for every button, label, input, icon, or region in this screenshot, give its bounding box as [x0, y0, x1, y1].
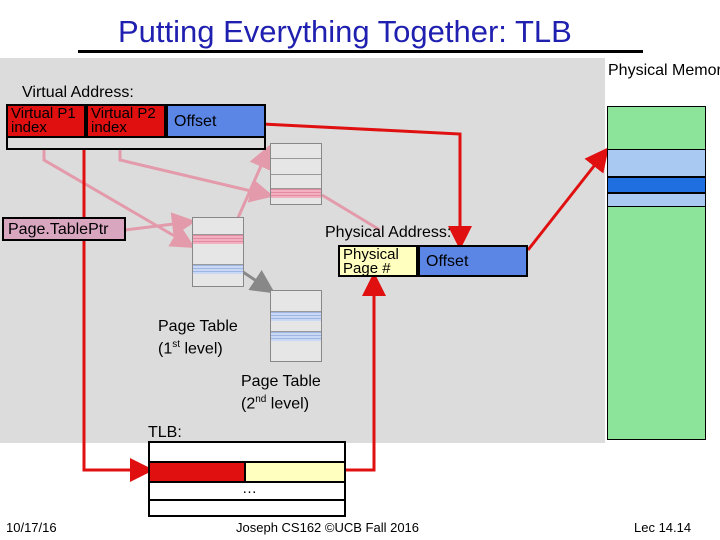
- page-table-level-1: [192, 217, 244, 287]
- page-table-level-2-top: [270, 143, 322, 205]
- red-arrow-vpn: [82, 150, 154, 482]
- tlb-entry-active: [150, 463, 344, 483]
- tlb-virtual-tag: [150, 463, 246, 481]
- virtual-p1-index: Virtual P1 index: [6, 104, 86, 138]
- slide-title: Putting Everything Together: TLB: [118, 14, 572, 49]
- tlb-physical-page: [246, 463, 344, 481]
- footer-course: Joseph CS162 ©UCB Fall 2016: [236, 520, 420, 535]
- virtual-offset: Offset: [166, 104, 266, 138]
- physical-page-number: Physical Page #: [338, 245, 418, 277]
- tlb-label: TLB:: [148, 424, 182, 441]
- footer-slide-number: Lec 14.14: [634, 520, 692, 535]
- red-arrow-offset: [261, 122, 472, 250]
- memory-page: [608, 149, 705, 177]
- physical-memory: [607, 106, 706, 440]
- tlb-table: …: [148, 441, 346, 517]
- red-arrow-ppn: [346, 272, 386, 472]
- pink-arrow-pt2: [321, 193, 381, 232]
- memory-target-word: [608, 177, 705, 193]
- page-table-1-label: Page Table (1st level): [158, 318, 238, 358]
- footer-date: 10/17/16: [6, 520, 57, 535]
- red-arrow-memory: [526, 147, 609, 251]
- page-table-ptr: Page.TablePtr: [2, 217, 126, 241]
- tlb-ellipsis: …: [242, 480, 257, 497]
- physical-address-label: Physical Address:: [325, 224, 452, 241]
- physical-offset: Offset: [418, 245, 528, 277]
- page-table-2-label: Page Table (2nd level): [241, 373, 321, 413]
- title-underline: [78, 50, 643, 53]
- pink-arrow-p1: [42, 150, 196, 249]
- pt1-entry: [193, 264, 243, 274]
- pink-arrow-p2: [118, 150, 274, 203]
- pt1-entry-active: [193, 234, 243, 244]
- pt2-entry-active: [271, 188, 321, 198]
- physical-memory-label: Physical Memory:: [608, 62, 720, 79]
- virtual-address-label: Virtual Address:: [22, 84, 134, 101]
- page-table-level-2-bottom: [270, 290, 322, 362]
- virtual-p2-index: Virtual P2 index: [86, 104, 166, 138]
- gray-arrow: [239, 268, 275, 294]
